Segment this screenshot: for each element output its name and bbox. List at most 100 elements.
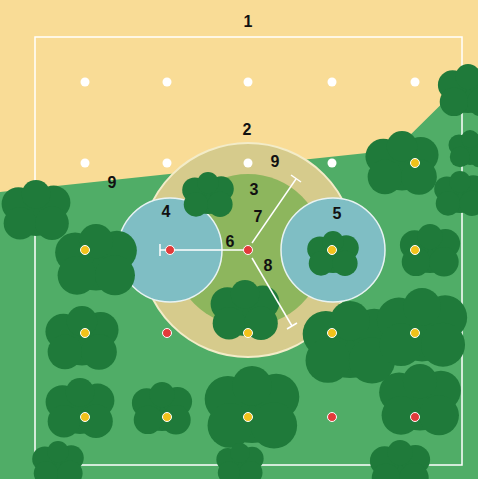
marker-dot — [163, 159, 172, 168]
dimension-lines — [160, 175, 301, 329]
tree — [182, 172, 234, 217]
tree-crown — [436, 191, 460, 215]
tree — [438, 64, 478, 117]
tree-crown — [231, 280, 260, 309]
callout-number: 6 — [226, 234, 235, 250]
tree-crown — [440, 88, 469, 117]
outer-ring — [141, 143, 355, 357]
tree-crown — [48, 335, 83, 370]
trees — [2, 64, 478, 479]
tree-crown — [67, 306, 98, 337]
marker-dot — [163, 329, 172, 338]
tree-crown — [207, 192, 232, 217]
tree-crown — [470, 147, 478, 168]
dimension-line — [252, 179, 296, 243]
marker-dot — [244, 329, 253, 338]
tree — [55, 224, 137, 295]
grass-ground — [0, 68, 478, 479]
tree — [307, 231, 359, 276]
tree — [205, 366, 300, 449]
tree-crown — [244, 306, 278, 340]
marker-dot — [81, 78, 90, 87]
tree-crown — [239, 461, 262, 479]
tree-crown — [399, 463, 428, 479]
tree-crown — [372, 464, 401, 479]
tree-crown — [47, 441, 69, 463]
right-circle — [281, 198, 385, 302]
callout-number: 9 — [271, 154, 280, 170]
tree-crown — [66, 378, 95, 407]
callout-number: 1 — [244, 14, 253, 30]
tree — [46, 378, 115, 438]
dimension-tick — [291, 175, 301, 182]
tree — [211, 280, 280, 340]
markers — [81, 78, 420, 422]
marker-dot — [244, 246, 253, 255]
marker-dot — [81, 246, 90, 255]
tree-crown — [184, 192, 208, 216]
marker-dot — [328, 413, 337, 422]
tree-crown — [79, 404, 113, 438]
tree-crown — [332, 251, 357, 276]
tree — [2, 180, 71, 240]
tree-crown — [429, 247, 458, 276]
callout-number: 4 — [162, 204, 171, 220]
tree — [379, 364, 461, 435]
tree-crown — [368, 160, 403, 195]
marker-dot — [328, 159, 337, 168]
tree — [400, 224, 460, 277]
marker-dot — [81, 159, 90, 168]
tree-crown — [387, 440, 412, 465]
callout-number: 7 — [254, 209, 263, 225]
callout-number: 2 — [243, 122, 252, 138]
tree-crown — [4, 207, 37, 240]
tree-crown — [218, 461, 240, 479]
marker-dot — [163, 78, 172, 87]
marker-dot — [166, 246, 175, 255]
tree — [216, 443, 263, 479]
tree-crown — [161, 405, 190, 434]
tree-crown — [232, 366, 272, 406]
tree-crown — [421, 323, 465, 367]
tree-crown — [230, 443, 250, 463]
marker-dot — [411, 159, 420, 168]
marker-dot — [81, 329, 90, 338]
tree-crown — [213, 307, 246, 340]
tree-crown — [449, 171, 471, 193]
tree-crown — [48, 405, 81, 438]
tree-crown — [197, 172, 219, 194]
dimension-tick — [287, 323, 297, 329]
tree — [132, 382, 192, 434]
tree-crown — [22, 180, 51, 209]
dimension-tick — [159, 244, 161, 256]
tree-crown — [403, 364, 437, 398]
tree — [365, 131, 438, 195]
marker-dot — [411, 329, 420, 338]
tree-crown — [149, 382, 174, 407]
tree-crown — [79, 224, 113, 258]
tree-crown — [34, 461, 58, 479]
tree-crown — [306, 338, 351, 383]
tree-crown — [450, 147, 470, 167]
tree-crown — [455, 64, 478, 89]
marker-dot — [244, 413, 253, 422]
tree-crown — [380, 323, 423, 366]
tree-crown — [57, 461, 82, 479]
tree-crown — [459, 191, 478, 216]
tree — [377, 288, 467, 367]
tree — [434, 171, 478, 216]
tree-crown — [35, 206, 69, 240]
callout-number: 8 — [264, 258, 273, 274]
tree-crown — [81, 334, 117, 370]
marker-dot — [411, 78, 420, 87]
tree-crown — [401, 159, 437, 195]
tree-crown — [419, 395, 459, 435]
tree-crown — [58, 256, 97, 295]
marker-dot — [244, 78, 253, 87]
tree-crown — [417, 224, 442, 249]
marker-dot — [411, 246, 420, 255]
tree-crown — [403, 288, 441, 326]
